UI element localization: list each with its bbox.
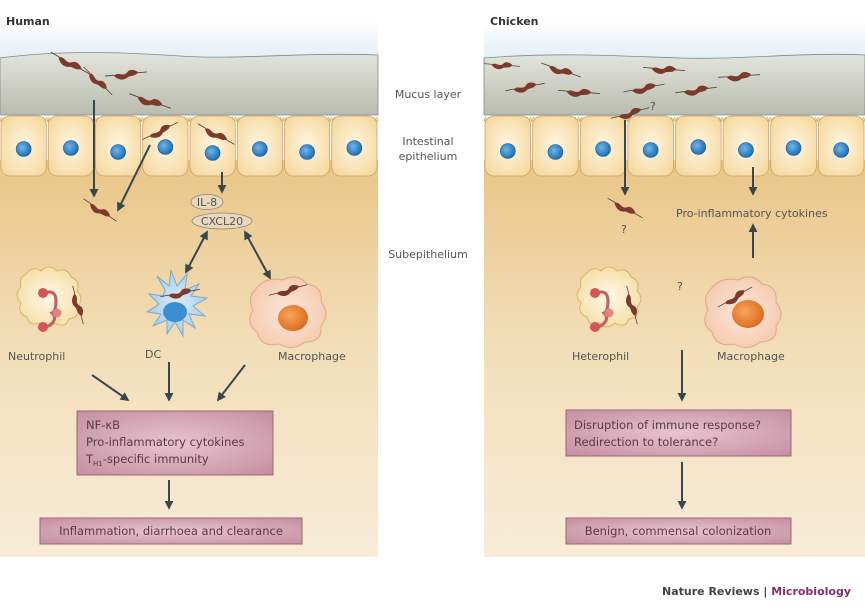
chicken-cytokines-label: Pro-inflammatory cytokines bbox=[676, 207, 828, 220]
neutrophil-label: Neutrophil bbox=[8, 350, 65, 363]
question-mark: ? bbox=[650, 100, 656, 113]
mucus-layer bbox=[483, 53, 865, 116]
dc-label: DC bbox=[145, 348, 161, 361]
chicken-response-box bbox=[565, 409, 792, 457]
response-th1: TH1-specific immunity bbox=[85, 452, 209, 468]
subepithelium-region bbox=[484, 160, 865, 557]
dendritic-cell bbox=[145, 269, 209, 338]
human-outcome-box bbox=[39, 517, 303, 545]
response-nfkb: NF-κB bbox=[86, 418, 120, 432]
cxcl20-ellipse bbox=[191, 212, 253, 230]
nucleus-icon bbox=[642, 142, 659, 158]
cxcl20-label: CXCL20 bbox=[201, 215, 243, 228]
human-panel: Human IL-8 CXCL20 Neutrophil bbox=[0, 0, 379, 557]
macrophage-cell bbox=[704, 276, 782, 348]
layer-labels: Mucus layer Intestinal epithelium Subepi… bbox=[388, 88, 468, 261]
credit-separator: | bbox=[759, 585, 772, 598]
label-mucus-layer: Mucus layer bbox=[395, 88, 462, 101]
nucleus-icon bbox=[690, 139, 707, 155]
subepithelium-region bbox=[0, 160, 378, 557]
response-cytokines: Pro-inflammatory cytokines bbox=[86, 435, 244, 449]
journal-credit: Nature Reviews | Microbiology bbox=[662, 585, 851, 598]
nucleus-icon bbox=[833, 142, 849, 158]
response-tolerance: Redirection to tolerance? bbox=[574, 435, 718, 449]
arrow-neutrophil-box bbox=[91, 374, 130, 402]
nucleus-icon bbox=[110, 144, 126, 160]
nucleus-icon bbox=[63, 140, 79, 156]
response-disruption: Disruption of immune response? bbox=[574, 418, 761, 432]
journal-section: Microbiology bbox=[771, 585, 851, 598]
arrow-chemokine-dc bbox=[185, 230, 208, 274]
label-epithelium-2: epithelium bbox=[399, 150, 458, 163]
heterophil-label: Heterophil bbox=[572, 350, 629, 363]
journal-name: Nature Reviews bbox=[662, 585, 760, 598]
chicken-panel: Chicken ? ? Pro-inflammatory cytokines H… bbox=[483, 15, 865, 557]
nucleus-icon bbox=[204, 145, 221, 161]
il8-ellipse bbox=[190, 194, 224, 210]
nucleus-icon bbox=[252, 141, 268, 157]
chicken-outcome: Benign, commensal colonization bbox=[585, 524, 772, 538]
arrow-macrophage-box bbox=[216, 364, 246, 402]
chicken-panel-title: Chicken bbox=[490, 15, 539, 28]
human-panel-title: Human bbox=[6, 15, 50, 28]
nucleus-icon bbox=[157, 139, 174, 155]
question-mark: ? bbox=[677, 280, 683, 293]
nucleus-icon bbox=[738, 142, 754, 158]
nucleus-icon bbox=[15, 141, 32, 157]
intestinal-epithelium bbox=[0, 115, 379, 177]
nucleus-icon bbox=[500, 143, 516, 159]
chicken-outcome-box bbox=[565, 517, 792, 545]
macrophage-label: Macrophage bbox=[717, 350, 785, 363]
neutrophil-cell bbox=[16, 266, 89, 332]
nucleus-icon bbox=[547, 144, 564, 160]
label-subepithelium: Subepithelium bbox=[388, 248, 468, 261]
mucus-layer bbox=[0, 52, 379, 116]
nucleus-icon bbox=[346, 140, 363, 156]
nucleus-icon bbox=[785, 140, 802, 156]
macrophage-label: Macrophage bbox=[278, 350, 346, 363]
il8-label: IL-8 bbox=[197, 196, 217, 209]
human-outcome: Inflammation, diarrhoea and clearance bbox=[59, 524, 283, 538]
nucleus-icon bbox=[595, 141, 611, 157]
macrophage-cell bbox=[249, 276, 327, 348]
arrow-invasion bbox=[117, 144, 151, 212]
human-response-box bbox=[76, 410, 274, 476]
nucleus-icon bbox=[299, 144, 315, 160]
question-mark: ? bbox=[621, 223, 627, 236]
arrow-chemokine-macrophage bbox=[244, 230, 271, 280]
label-epithelium-1: Intestinal bbox=[402, 135, 453, 148]
heterophil-cell bbox=[576, 266, 643, 332]
intestinal-epithelium bbox=[483, 115, 865, 177]
